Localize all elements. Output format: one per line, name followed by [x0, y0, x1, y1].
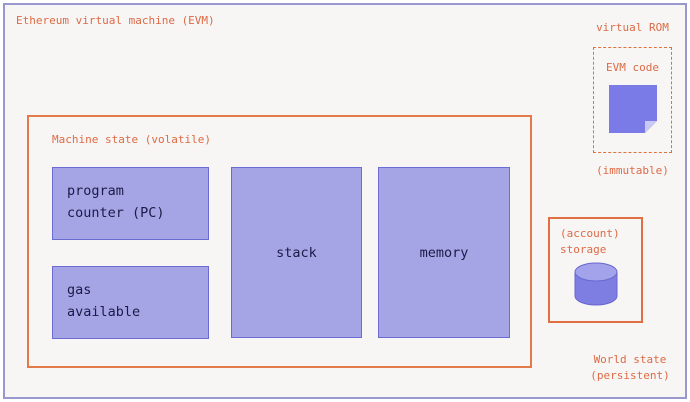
- code-note-icon: [608, 85, 657, 133]
- virtual-rom-label: virtual ROM: [596, 21, 669, 34]
- gas-available-box: gas available: [52, 266, 209, 339]
- evm-code-box: EVM code: [593, 47, 672, 153]
- machine-state-label: Machine state (volatile): [52, 133, 211, 146]
- account-storage-label: (account) storage: [560, 227, 620, 256]
- machine-state-box: [27, 115, 532, 368]
- memory-box: memory: [378, 167, 510, 338]
- account-storage-box: (account) storage: [548, 217, 643, 323]
- diagram-title: Ethereum virtual machine (EVM): [16, 14, 215, 27]
- database-cylinder-icon: [574, 262, 617, 306]
- immutable-label: (immutable): [596, 164, 669, 177]
- world-state-label: World state (persistent): [590, 353, 670, 382]
- stack-box: stack: [231, 167, 362, 338]
- program-counter-box: program counter (PC): [52, 167, 209, 240]
- evm-code-label: EVM code: [606, 61, 659, 74]
